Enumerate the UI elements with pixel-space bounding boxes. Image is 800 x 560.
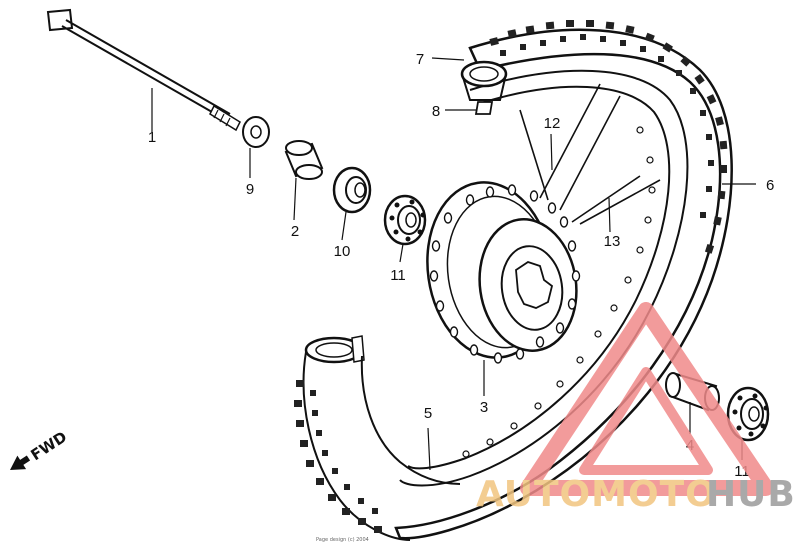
watermark-brand-left: AUTOMOTO (476, 474, 717, 515)
leader-lines (151, 57, 756, 471)
hub-part (426, 181, 581, 364)
callout-9: 9 (246, 181, 254, 198)
fwd-label: FWD (27, 428, 70, 464)
copyright-text: Page design (c) 2004 (316, 537, 369, 543)
spokes-part (519, 83, 661, 225)
collar-part (284, 140, 324, 180)
tire-part (394, 20, 733, 540)
washer-part (242, 116, 270, 148)
bearing-right-part (726, 386, 770, 442)
callout-11-left: 11 (390, 267, 406, 284)
callout-13: 13 (604, 233, 621, 250)
callout-2: 2 (291, 223, 299, 240)
rim-part (399, 69, 689, 487)
callout-6: 6 (766, 177, 774, 194)
bearing-left-part (383, 194, 427, 246)
axle-part (46, 8, 241, 132)
automotohub-watermark: AUTOMOTO HUB (476, 302, 796, 515)
callout-5: 5 (424, 405, 432, 422)
forward-direction-indicator: FWD (10, 428, 70, 470)
callout-3: 3 (480, 399, 488, 416)
rim-band-part (294, 335, 461, 541)
callout-10: 10 (334, 243, 351, 260)
callout-7: 7 (416, 51, 424, 68)
watermark-brand-right: HUB (706, 474, 796, 515)
callout-12: 12 (544, 115, 561, 132)
callout-8: 8 (432, 103, 440, 120)
triangle-logo-icon (520, 302, 774, 496)
tube-part (460, 60, 508, 115)
arrow-left-icon (10, 455, 31, 470)
dust-seal-part (332, 166, 372, 214)
callout-1: 1 (148, 129, 156, 146)
